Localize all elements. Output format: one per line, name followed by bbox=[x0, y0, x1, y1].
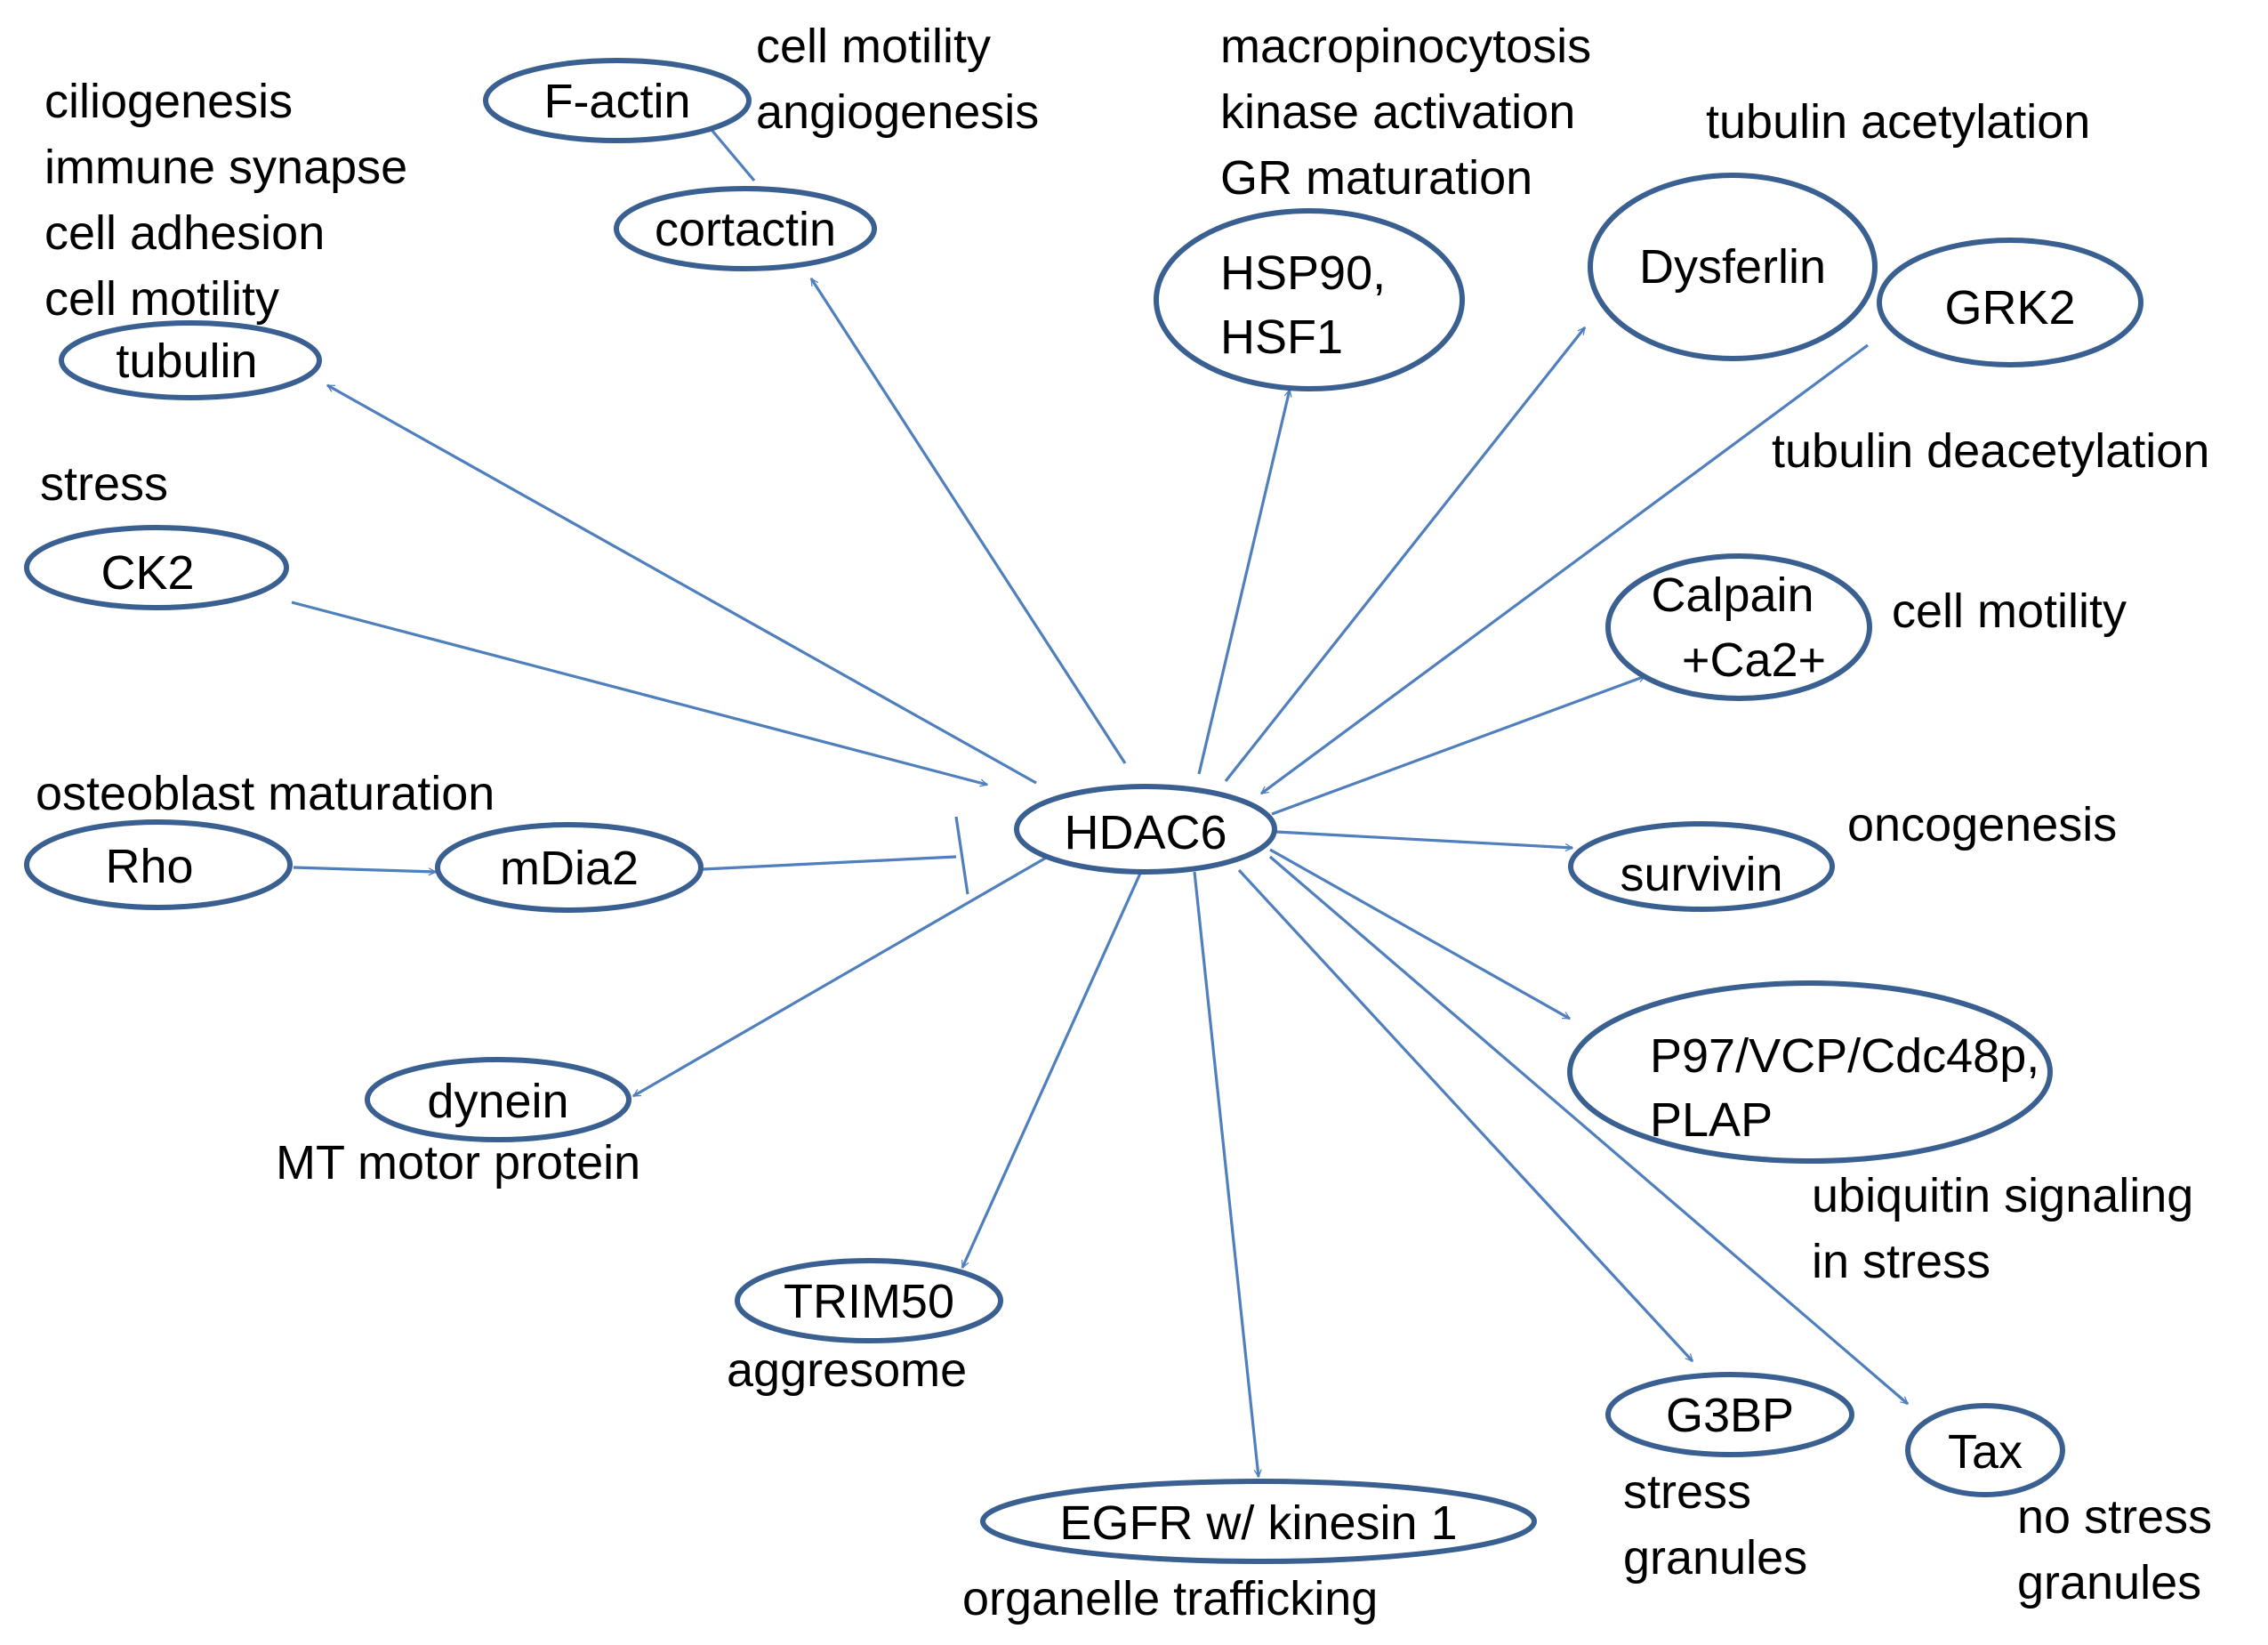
label-ck2-stress: stress bbox=[40, 457, 168, 511]
label-p97-in-stress: in stress bbox=[1812, 1235, 1991, 1288]
label-tubulin-ciliogenesis: ciliogenesis bbox=[44, 75, 293, 128]
node-tax: Tax bbox=[1905, 1403, 2065, 1497]
label-tubulin-immune-synapse: immune synapse bbox=[44, 141, 407, 194]
label-dynein-mt-motor-protein: MT motor protein bbox=[276, 1136, 640, 1189]
node-hsp90-label-line-1: HSP90, bbox=[1220, 246, 1386, 300]
node-trim50-label: TRIM50 bbox=[784, 1275, 954, 1328]
edge-hdac6-to-p97 bbox=[1269, 848, 1570, 1020]
node-survivin: survivin bbox=[1568, 821, 1835, 912]
node-calpain: Calpain +Ca2+ bbox=[1605, 553, 1872, 701]
label-hsp90-macropinocytosis: macropinocytosis bbox=[1220, 20, 1591, 73]
node-rho-label: Rho bbox=[105, 840, 193, 893]
node-p97-label-line-2: PLAP bbox=[1650, 1093, 1773, 1147]
node-p97-label-line-1: P97/VCP/Cdc48p, bbox=[1650, 1029, 2039, 1083]
label-tax-granules: granules bbox=[2017, 1556, 2201, 1609]
edge-hdac6-to-egfr bbox=[1193, 871, 1259, 1477]
label-survivin-oncogenesis: oncogenesis bbox=[1847, 798, 2117, 851]
label-g3bp-stress: stress bbox=[1623, 1465, 1751, 1519]
node-rho: Rho bbox=[24, 819, 293, 910]
edge-hdac6-to-calpain bbox=[1271, 676, 1645, 816]
label-grk2-tubulin-deacetylation: tubulin deacetylation bbox=[1772, 424, 2209, 478]
node-dynein-label: dynein bbox=[427, 1075, 568, 1128]
edge-mdia2-inhibits-hdac6 bbox=[702, 855, 957, 871]
edge-cortactin-to-f-actin bbox=[705, 125, 756, 182]
label-trim50-aggresome: aggresome bbox=[727, 1343, 967, 1397]
edge-hdac6-to-tubulin bbox=[327, 383, 1037, 785]
label-f-actin-cell-motility: cell motility bbox=[756, 20, 991, 73]
function-labels: ciliogenesis immune synapse cell adhesio… bbox=[36, 20, 2212, 1625]
label-tubulin-cell-motility: cell motility bbox=[44, 272, 279, 326]
node-ck2: CK2 bbox=[24, 525, 289, 610]
node-hsp90-label-line-2: HSF1 bbox=[1220, 310, 1343, 364]
edge-hdac6-to-dysferlin bbox=[1224, 327, 1587, 782]
label-dysferlin-tubulin-acetylation: tubulin acetylation bbox=[1706, 95, 2090, 149]
label-g3bp-granules: granules bbox=[1623, 1531, 1807, 1585]
edge-hdac6-to-tax bbox=[1268, 855, 1908, 1406]
node-hsp90: HSP90, HSF1 bbox=[1154, 208, 1465, 391]
label-rho-osteoblast-maturation: osteoblast maturation bbox=[36, 767, 495, 820]
edge-hdac6-to-g3bp bbox=[1237, 868, 1694, 1363]
label-f-actin-angiogenesis: angiogenesis bbox=[756, 85, 1039, 139]
label-calpain-cell-motility: cell motility bbox=[1892, 585, 2127, 638]
node-dynein: dynein bbox=[365, 1057, 631, 1142]
node-trim50: TRIM50 bbox=[735, 1258, 1003, 1343]
label-tax-no-stress: no stress bbox=[2017, 1490, 2212, 1544]
label-egfr-organelle-trafficking: organelle trafficking bbox=[962, 1572, 1378, 1625]
node-mdia2-label: mDia2 bbox=[500, 842, 639, 895]
node-ck2-label: CK2 bbox=[101, 546, 194, 600]
edge-hdac6-to-cortactin bbox=[809, 278, 1127, 764]
node-mdia2: mDia2 bbox=[435, 822, 704, 913]
label-p97-ubiquitin-signaling: ubiquitin signaling bbox=[1812, 1169, 2193, 1222]
edge-hdac6-to-dynein bbox=[633, 855, 1049, 1098]
label-hsp90-kinase-activation: kinase activation bbox=[1220, 85, 1575, 139]
node-cortactin: cortactin bbox=[614, 186, 877, 271]
node-cortactin-label: cortactin bbox=[655, 203, 836, 256]
edge-hdac6-to-survivin bbox=[1275, 830, 1572, 848]
node-p97: P97/VCP/Cdc48p, PLAP bbox=[1567, 980, 2053, 1164]
node-grk2-label: GRK2 bbox=[1944, 281, 2075, 335]
node-f-actin: F-actin bbox=[483, 58, 752, 143]
label-tubulin-cell-adhesion: cell adhesion bbox=[44, 206, 325, 260]
inhibition-bar bbox=[954, 816, 969, 895]
node-tubulin: tubulin bbox=[59, 320, 322, 400]
node-f-actin-label: F-actin bbox=[543, 75, 690, 128]
node-tax-label: Tax bbox=[1948, 1425, 2023, 1479]
node-hdac6: HDAC6 bbox=[1014, 784, 1277, 875]
node-dysferlin-label: Dysferlin bbox=[1639, 240, 1826, 294]
node-egfr: EGFR w/ kinesin 1 bbox=[980, 1479, 1537, 1564]
node-tubulin-label: tubulin bbox=[116, 335, 257, 388]
node-dysferlin: Dysferlin bbox=[1588, 173, 1878, 361]
edge-rho-to-mdia2 bbox=[293, 866, 436, 872]
edge-ck2-to-hdac6 bbox=[291, 601, 987, 785]
edge-hdac6-to-trim50 bbox=[961, 867, 1145, 1268]
label-hsp90-gr-maturation: GR maturation bbox=[1220, 151, 1532, 205]
node-calpain-label-line-1: Calpain bbox=[1651, 568, 1814, 622]
node-g3bp: G3BP bbox=[1605, 1372, 1854, 1457]
edge-grk2-to-hdac6 bbox=[1261, 343, 1869, 795]
node-g3bp-label: G3BP bbox=[1666, 1389, 1794, 1442]
node-calpain-label-line-2: +Ca2+ bbox=[1682, 633, 1826, 687]
edges bbox=[291, 125, 1908, 1477]
node-survivin-label: survivin bbox=[1620, 848, 1782, 901]
node-egfr-label: EGFR w/ kinesin 1 bbox=[1059, 1496, 1457, 1550]
node-grk2: GRK2 bbox=[1877, 238, 2143, 367]
node-hdac6-label: HDAC6 bbox=[1064, 806, 1226, 859]
edge-hdac6-to-hsp90 bbox=[1197, 390, 1290, 775]
